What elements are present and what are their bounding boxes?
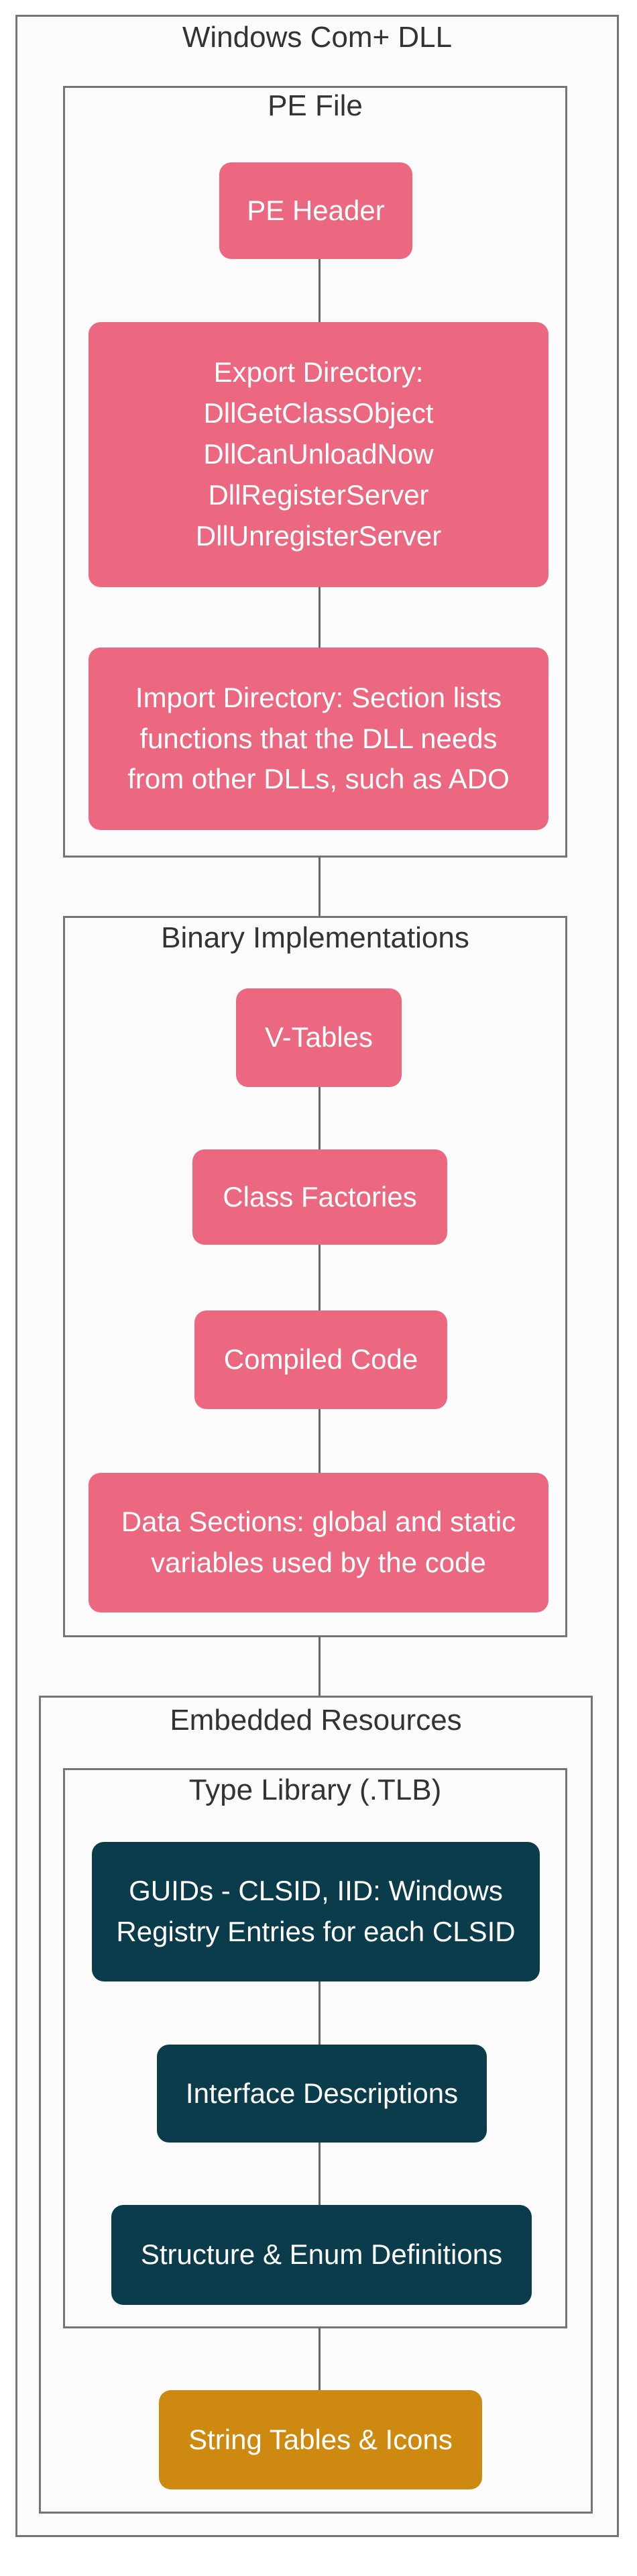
node-data-sections: Data Sections: global and static variabl… — [89, 1473, 548, 1612]
node-import-directory: Import Directory: Section lists function… — [89, 648, 548, 830]
connector-export-to-import — [318, 587, 321, 648]
connector-classfactories-to-compiledcode — [318, 1245, 321, 1310]
node-class-factories: Class Factories — [192, 1149, 447, 1245]
node-v-tables: V-Tables — [236, 988, 402, 1087]
connector-compiledcode-to-datasections — [318, 1409, 321, 1473]
node-export-directory: Export Directory: DllGetClassObject DllC… — [89, 322, 548, 587]
node-structure-enum-definitions: Structure & Enum Definitions — [111, 2205, 532, 2305]
connector-vtables-to-classfactories — [318, 1087, 321, 1149]
node-pe-header: PE Header — [219, 162, 412, 259]
connector-typelibrary-to-stringtables — [318, 2327, 321, 2390]
node-compiled-code: Compiled Code — [194, 1310, 447, 1409]
connector-guids-to-interfaces — [318, 1981, 321, 2045]
node-string-tables-icons: String Tables & Icons — [159, 2390, 482, 2489]
connector-pe-header-to-export — [318, 259, 321, 322]
node-interface-descriptions: Interface Descriptions — [157, 2045, 487, 2143]
connector-binary-to-embedded — [318, 1636, 321, 1696]
node-guids: GUIDs - CLSID, IID: Windows Registry Ent… — [92, 1842, 540, 1981]
connector-pefile-to-binary — [318, 856, 321, 916]
connector-interfaces-to-structures — [318, 2143, 321, 2205]
